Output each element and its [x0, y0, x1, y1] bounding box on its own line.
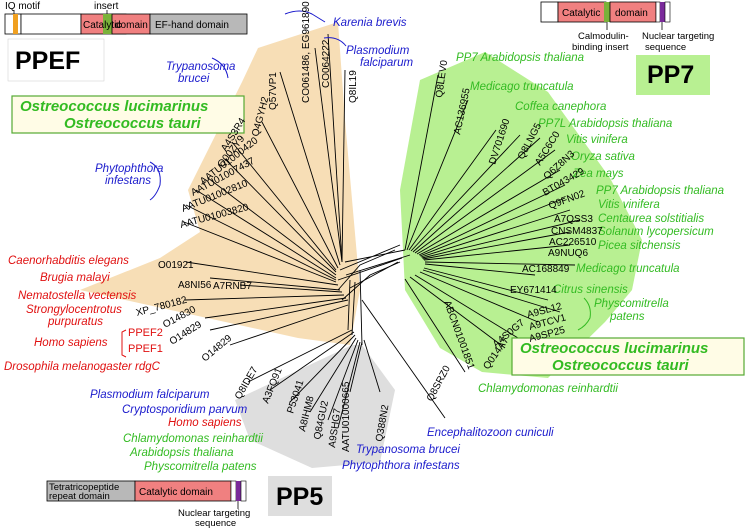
acc-a7rnb7: A7RNB7	[213, 281, 252, 292]
tree-center	[337, 244, 411, 346]
label-homo-sapiens-ppef: Homo sapiens	[34, 337, 108, 349]
pp7-box-species-1: Ostreococcus lucimarinus	[520, 340, 708, 357]
pp7-box-species-2: Ostreococcus tauri	[552, 357, 690, 374]
label-cryptosporidium: Cryptosporidium parvum	[122, 404, 248, 416]
acc-ac168849: AC168849	[522, 264, 570, 275]
acc-ey671414: EY671414	[510, 285, 557, 296]
acc-cnsm4837: CNSM4837	[551, 226, 603, 237]
label-pp7-arabidopsis: PP7 Arabidopsis thaliana	[456, 52, 584, 64]
pp5-nls-label-2: sequence	[195, 518, 236, 528]
ppef-box-species-1: Ostreococcus lucimarinus	[20, 98, 208, 115]
label-brugia: Brugia malayi	[40, 272, 110, 284]
pp7-title: PP7	[647, 61, 694, 89]
label-drosophila: Drosophila melanogaster rdgC	[4, 361, 161, 373]
label-vitis: Vitis vinifera	[566, 134, 628, 146]
acc-q8lev0: Q8LEV0	[434, 59, 450, 98]
acc-co061486: CO061486, EG961890	[301, 1, 312, 103]
label-pp5-chlamydomonas: Chlamydomonas reinhardtii	[123, 433, 263, 445]
ef-hand-label: EF-hand domain	[155, 20, 229, 31]
label-physcomitrella-2: patens	[609, 311, 645, 323]
pp5-nls-label-1: Nuclear targeting	[178, 508, 250, 519]
label-physcomitrella-1: Physcomitrella	[594, 298, 669, 310]
pp5-domain-diagram: Tetratricopeptide repeat domain Catalyti…	[46, 480, 250, 528]
label-nematostella: Nematostella vectensis	[18, 290, 136, 302]
acc-q8srz0: Q8SRZ0	[425, 364, 453, 404]
acc-q8il19: Q8IL19	[348, 70, 359, 103]
ppef-box-species-2: Ostreococcus tauri	[64, 115, 202, 132]
pp7-title-box	[636, 55, 710, 95]
tpr-label-2: repeat domain	[49, 491, 110, 502]
label-coffea: Coffea canephora	[515, 101, 606, 113]
label-vitis-2: Vitis vinifera	[598, 199, 660, 211]
acc-o14829b: O14829	[200, 333, 235, 365]
label-plasmodium-2: falciparum	[360, 57, 413, 69]
label-pp5-homo: Homo sapiens	[168, 417, 242, 429]
label-medicago-2: Medicago truncatula	[576, 263, 680, 275]
label-pp5-plasmodium: Plasmodium falciparum	[90, 389, 210, 401]
calmodulin-label-2: binding insert	[572, 42, 629, 53]
pp7-domain-diagram: Catalytic domain Calmodulin- binding ins…	[540, 1, 714, 53]
ppef-title-box	[7, 38, 105, 82]
pp5-catalytic-label: Catalytic domain	[139, 487, 213, 498]
calmodulin-label-1: Calmodulin-	[578, 31, 629, 42]
label-citrus: Citrus sinensis	[553, 284, 628, 296]
pp7-branches	[404, 74, 581, 373]
ppef-branches	[183, 33, 349, 346]
label-pp5-phytophthora: Phytophthora infestans	[342, 460, 460, 472]
acc-q57vp1: Q57VP1	[268, 72, 279, 110]
acc-a7qss3: A7QSS3	[554, 214, 593, 225]
label-strongylocentrotus-2: purpuratus	[47, 316, 103, 328]
label-picea: Picea sitchensis	[598, 240, 681, 252]
domain-label: domain	[115, 20, 148, 31]
tpr-label-1: Tetratricopeptide	[49, 482, 119, 493]
pp7-catalytic-label: Catalytic	[562, 8, 600, 19]
label-oryza: Oryza sativa	[571, 151, 635, 163]
pp7-clade-area	[400, 52, 642, 378]
pp7-ostreococcus-box	[511, 337, 745, 376]
acc-aatu01000665: AATU01000665	[341, 381, 352, 452]
iq-motif-label: IQ motif	[5, 1, 40, 12]
catalytic-label: Catalytic	[83, 20, 121, 31]
ppef-title: PPEF	[15, 47, 80, 75]
label-pp5-trypanosoma: Trypanosoma brucei	[356, 444, 460, 456]
label-zea: Zea mays	[572, 168, 624, 180]
label-caenorhabditis: Caenorhabditis elegans	[8, 255, 129, 267]
pp5-clade-area	[235, 345, 395, 468]
label-solanum: Solanum lycopersicum	[598, 226, 714, 238]
label-encephalitozoon: Encephalitozoon cuniculi	[427, 427, 554, 439]
acc-a9nuq6: A9NUQ6	[548, 248, 588, 259]
label-pp7l-arabidopsis: PP7L Arabidopsis thaliana	[538, 118, 672, 130]
label-centaurea: Centaurea solstitialis	[598, 213, 704, 225]
acc-ac226510: AC226510	[549, 237, 597, 248]
label-plasmodium-1: Plasmodium	[346, 45, 410, 57]
label-phytophthora-1: Phytophthora	[95, 163, 163, 175]
label-ppef1: PPEF1	[128, 343, 163, 355]
label-phytophthora-2: infestans	[105, 175, 151, 187]
pp7-nls-label-1: Nuclear targeting	[642, 31, 714, 42]
acc-a9shg7: A9SHG7	[327, 407, 343, 448]
label-pp5-physcomitrella: Physcomitrella patens	[144, 461, 257, 473]
acc-co064222: CO064222	[321, 39, 332, 88]
acc-o01921: O01921	[158, 260, 194, 271]
ppef-ostreococcus-box	[11, 95, 245, 134]
label-karenia: Karenia brevis	[333, 17, 407, 29]
label-trypanosoma-2: brucei	[178, 73, 210, 85]
pp5-title: PP5	[276, 483, 323, 511]
label-chlamydomonas: Chlamydomonas reinhardtii	[478, 383, 618, 395]
pp7-nls-label-2: sequence	[645, 42, 686, 53]
acc-a8ni56: A8NI56	[178, 280, 212, 291]
insert-label: insert	[94, 1, 119, 12]
label-pp7-arabidopsis-2: PP7 Arabidopsis thaliana	[596, 185, 724, 197]
pp5-branches	[247, 299, 446, 429]
pp5-title-box	[268, 476, 332, 516]
label-pp5-arabidopsis: Arabidopsis thaliana	[129, 447, 234, 459]
label-medicago: Medicago truncatula	[470, 81, 574, 93]
label-ppef2: PPEF2	[128, 327, 163, 339]
label-trypanosoma-1: Trypanosoma	[166, 61, 235, 73]
ppef-domain-diagram: IQ motif insert Catalytic domain EF-hand…	[4, 1, 248, 35]
label-strongylocentrotus-1: Strongylocentrotus	[26, 304, 122, 316]
pp7-domain-label: domain	[615, 8, 648, 19]
